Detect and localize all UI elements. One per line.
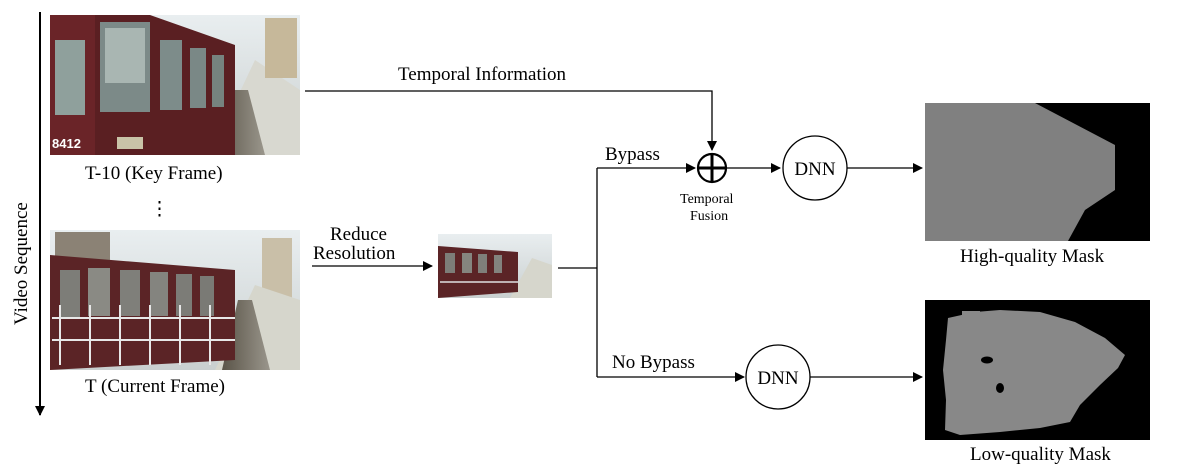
key-frame-label: T-10 (Key Frame): [85, 163, 223, 184]
dnn-top-node: DNN: [782, 135, 848, 201]
bypass-label: Bypass: [605, 144, 660, 165]
plus-icon: [696, 152, 728, 184]
current-frame-label: T (Current Frame): [85, 376, 225, 397]
fusion-label-line2: Fusion: [690, 209, 728, 224]
high-quality-mask: [925, 103, 1150, 241]
high-quality-mask-label: High-quality Mask: [960, 246, 1105, 267]
low-res-image: [438, 234, 552, 298]
reduce-label-line2: Resolution: [313, 243, 396, 264]
video-sequence-axis: Video Sequence: [11, 12, 45, 416]
temporal-info-arrow: [305, 90, 717, 151]
low-quality-mask-label: Low-quality Mask: [970, 444, 1111, 465]
no-bypass-label: No Bypass: [612, 352, 695, 373]
video-sequence-label: Video Sequence: [11, 202, 32, 325]
ellipsis-dots: ⋮: [150, 199, 169, 220]
dnn-bottom-node: DNN: [745, 344, 811, 410]
key-frame-image: 8412: [50, 15, 300, 155]
fusion-label-line1: Temporal: [680, 192, 734, 207]
temporal-info-label: Temporal Information: [398, 64, 567, 85]
split-connector: [558, 168, 598, 377]
train-number: 8412: [52, 136, 81, 151]
reduce-label-line1: Reduce: [330, 224, 387, 245]
dnn-top-label: DNN: [794, 159, 835, 180]
current-frame-image: [50, 230, 300, 370]
low-quality-mask: [925, 300, 1150, 440]
dnn-bottom-label: DNN: [757, 368, 798, 389]
